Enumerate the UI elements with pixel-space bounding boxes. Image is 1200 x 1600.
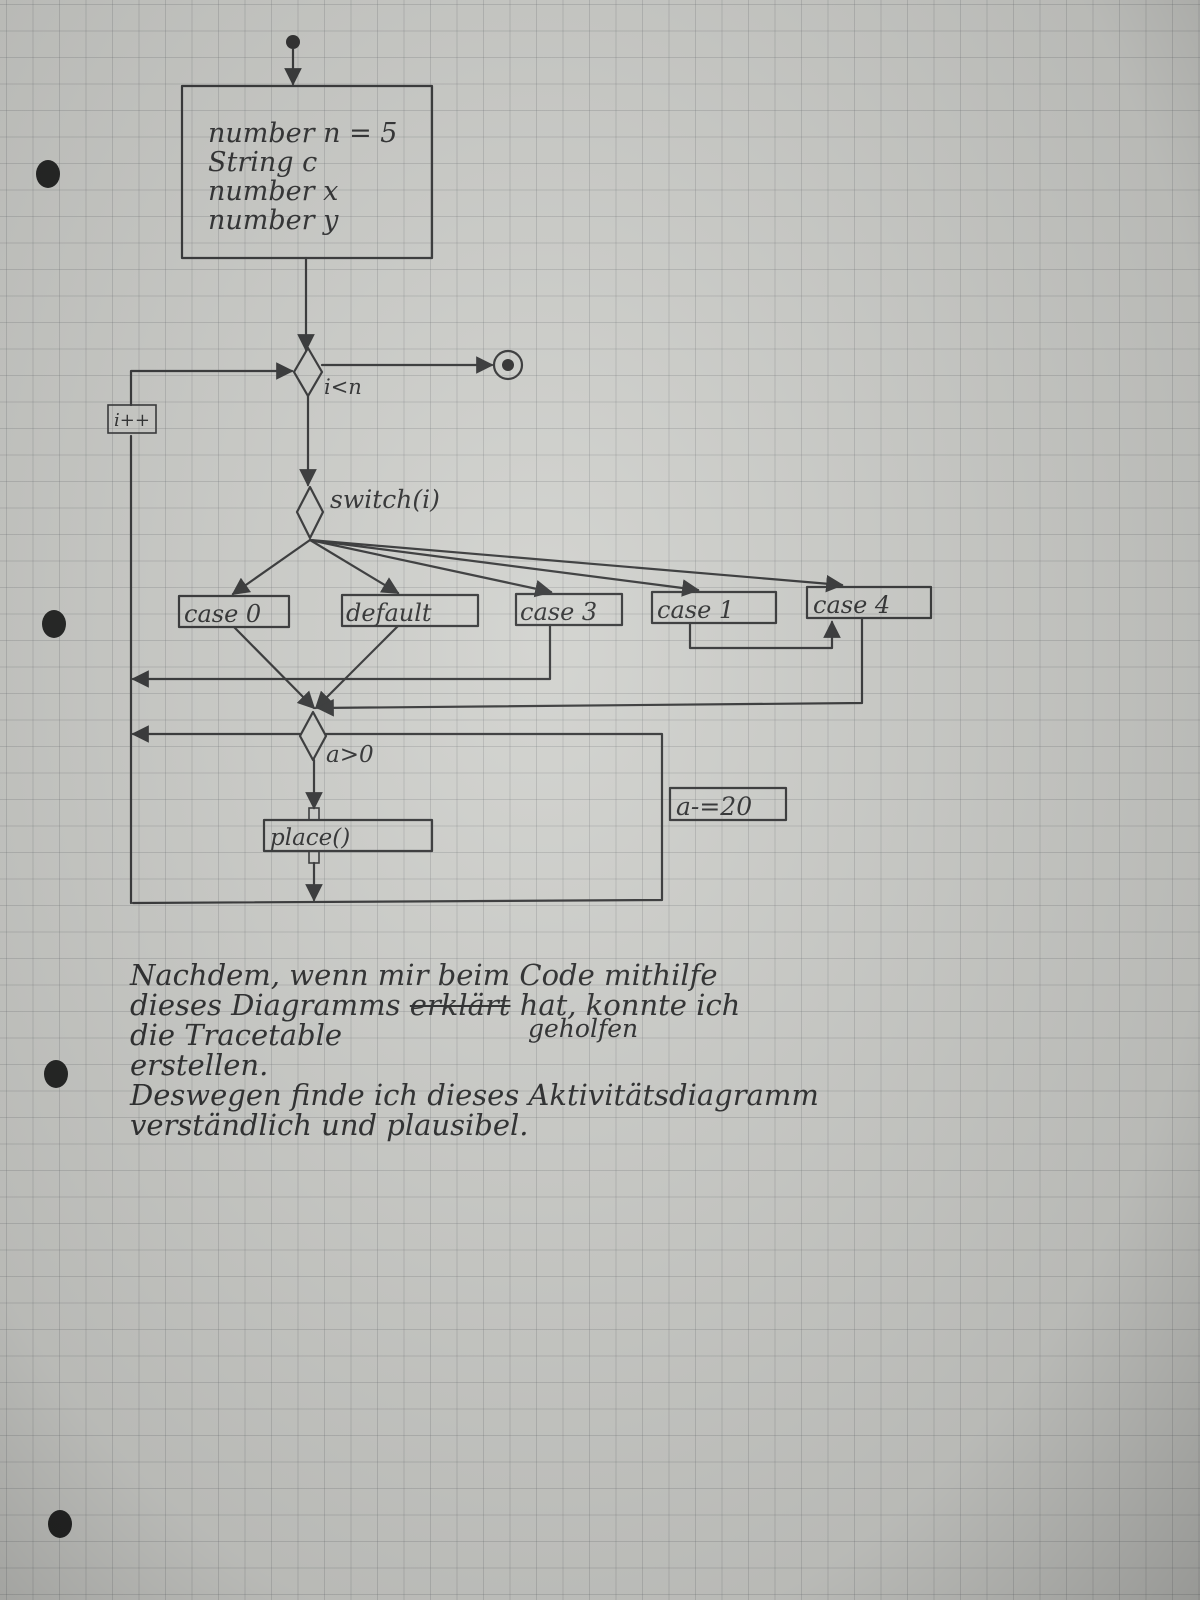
increment-label: i++ <box>114 410 150 431</box>
case-label-case1: case 1 <box>657 596 734 624</box>
loop-back-arrow <box>129 362 294 407</box>
action-place-box <box>262 818 434 853</box>
case-label-case3: case 3 <box>520 598 597 626</box>
note-line-4: erstellen. <box>130 1048 269 1082</box>
start-node <box>286 35 300 49</box>
note-line-6: verständlich und plausibel. <box>130 1108 529 1142</box>
punch-hole <box>48 1510 72 1538</box>
case-box-case1 <box>650 590 778 625</box>
punch-hole <box>36 160 60 188</box>
note-line-2: dieses Diagramms erklärt hat, konnte ich <box>130 988 740 1022</box>
pin-top <box>308 807 320 821</box>
fallthrough-case1-to-case4 <box>688 620 841 650</box>
action-place-label: place() <box>270 825 350 851</box>
note-line-3a: die Tracetable <box>130 1018 343 1052</box>
case-label-default: default <box>346 599 432 627</box>
arrow-to-case0 <box>231 538 312 596</box>
case4-to-merge <box>316 616 864 717</box>
case-box-default <box>340 593 480 628</box>
arrow-to-case1 <box>308 538 700 597</box>
note-line-2a: dieses Diagramms <box>130 988 401 1022</box>
inner-decision-diamond <box>298 710 328 762</box>
switch-label: switch(i) <box>330 485 440 514</box>
loop-condition-label: i<n <box>324 375 362 399</box>
default-to-merge <box>314 624 400 710</box>
case-label-case4: case 4 <box>813 591 890 619</box>
pin-bottom <box>308 850 320 864</box>
case-box-case4 <box>805 585 933 620</box>
case-box-case3 <box>514 592 624 627</box>
declaration-n: number n = 5 <box>208 118 398 149</box>
punch-hole <box>42 610 66 638</box>
arrow-to-case3 <box>308 538 553 598</box>
case3-break-arrow <box>131 623 552 688</box>
case-label-case0: case 0 <box>184 600 261 628</box>
note-line-2b: hat, konnte ich <box>519 988 741 1022</box>
note-line-5: Deswegen finde ich dieses Aktivitätsdiag… <box>130 1078 819 1112</box>
punch-hole <box>44 1060 68 1088</box>
loop-decision-diamond <box>292 346 324 398</box>
update-box <box>668 786 788 822</box>
note-line-3b: geholfen <box>528 1014 639 1043</box>
end-node-inner <box>502 359 514 371</box>
inner-loop-frame <box>131 732 664 905</box>
end-node-outer <box>492 349 524 381</box>
note-line-1: Nachdem, wenn mir beim Code mithilfe <box>130 958 718 992</box>
declaration-c: String c <box>208 147 317 178</box>
case0-to-merge <box>232 625 316 710</box>
arrow-to-default <box>308 538 400 595</box>
inner-condition-label: a>0 <box>326 742 374 768</box>
note-struck-word: erklärt <box>409 988 511 1022</box>
switch-diamond <box>295 485 325 540</box>
arrow-to-case4 <box>308 538 844 593</box>
update-label: a-=20 <box>676 792 752 821</box>
declaration-y: number y <box>208 205 339 236</box>
declaration-x: number x <box>208 176 338 207</box>
